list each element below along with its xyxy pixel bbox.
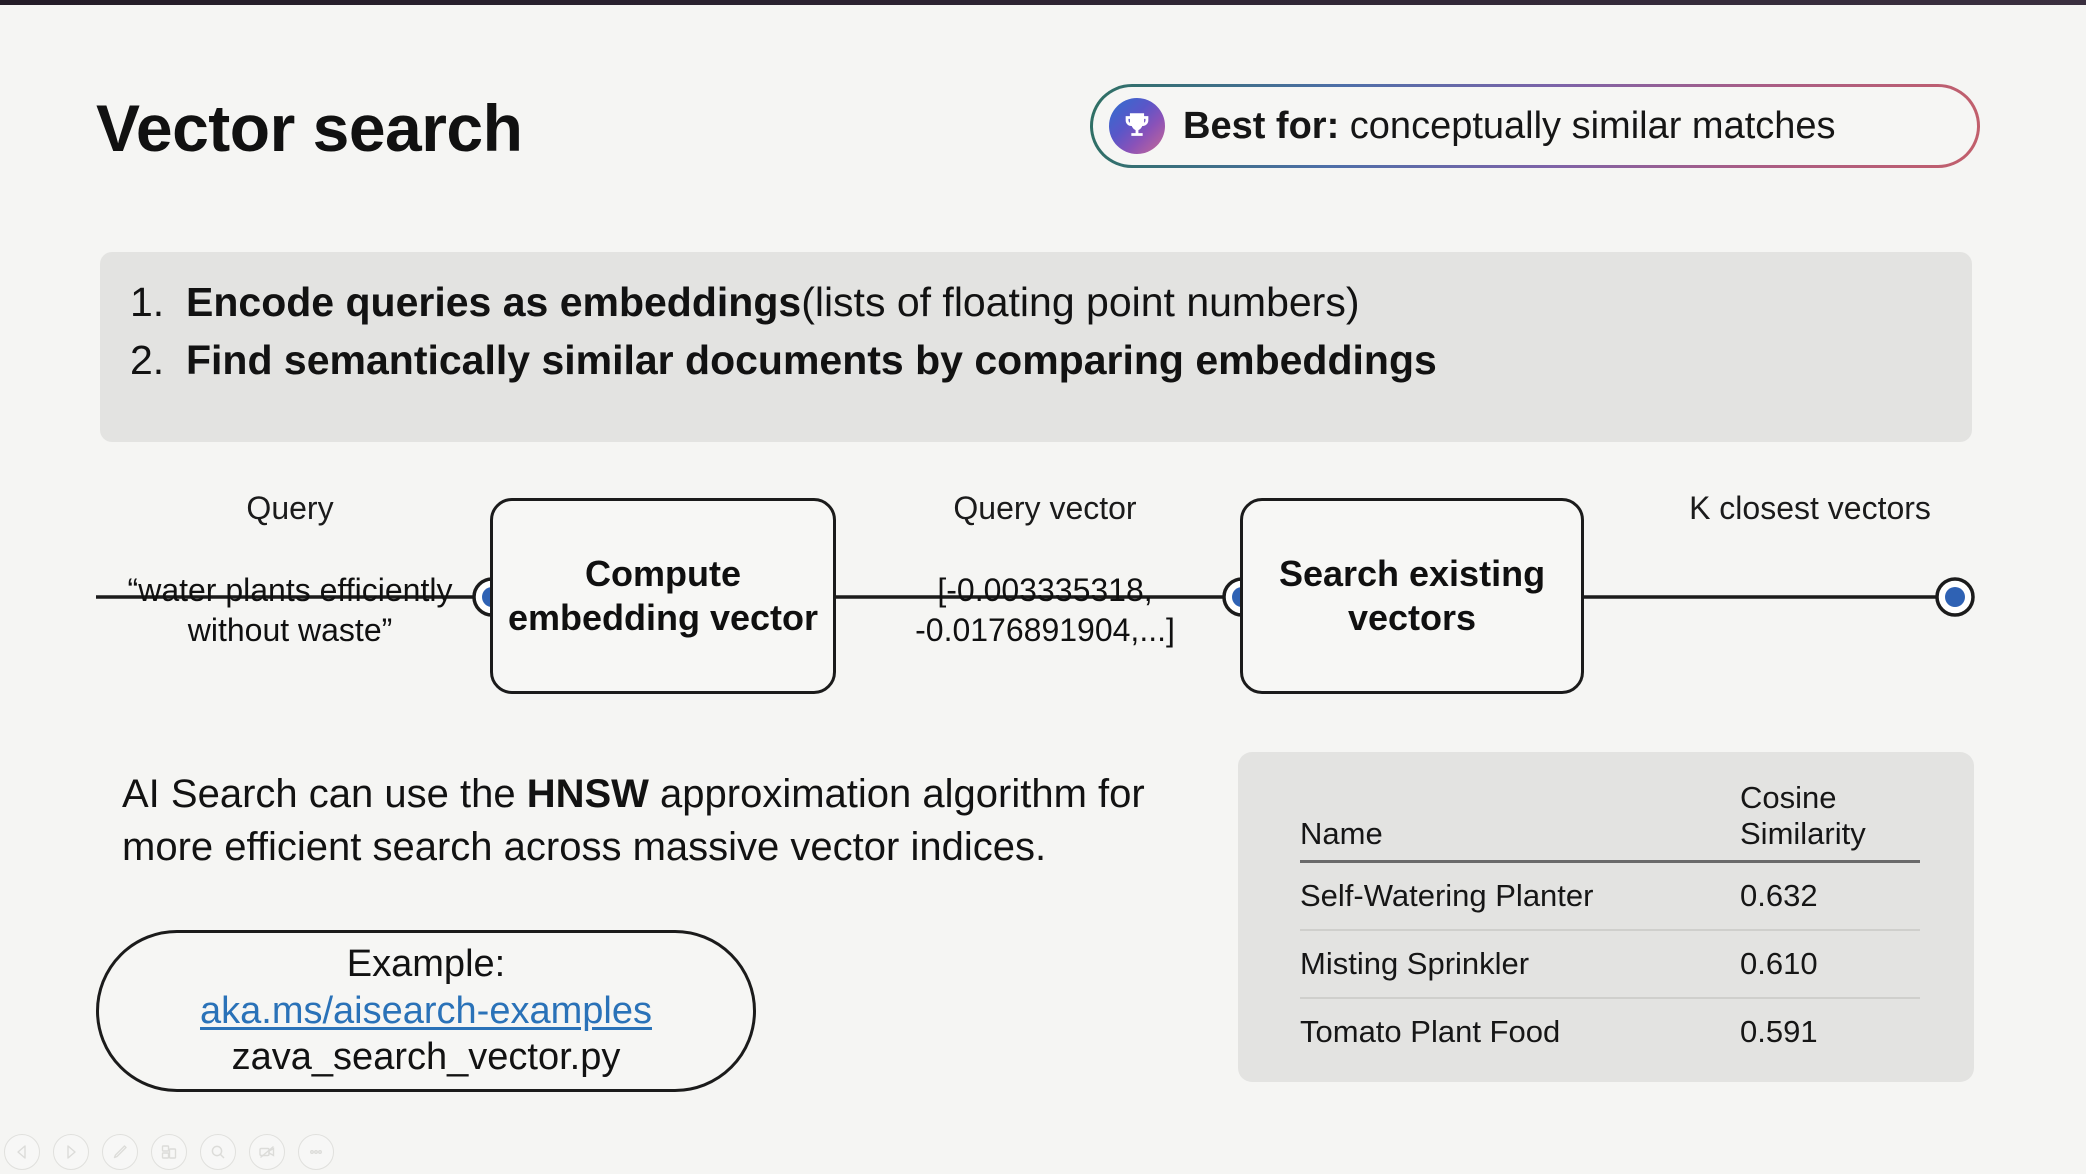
- cell-score: 0.632: [1740, 861, 1920, 931]
- step-plain-1: (lists of floating point numbers): [801, 279, 1360, 325]
- example-link[interactable]: aka.ms/aisearch-examples: [200, 989, 652, 1032]
- step-item-2: 2. Find semantically similar documents b…: [130, 334, 1972, 386]
- zoom-search-icon: [208, 1142, 228, 1162]
- best-for-text: Best for: conceptually similar matches: [1183, 105, 1836, 148]
- example-label: Example:: [346, 943, 506, 986]
- cell-name: Tomato Plant Food: [1300, 1013, 1561, 1049]
- previous-slide-button[interactable]: [4, 1134, 40, 1170]
- table-row: Self-Watering Planter 0.632: [1300, 861, 1920, 931]
- best-for-badge-inner: Best for: conceptually similar matches: [1093, 87, 1977, 165]
- pen-icon: [110, 1142, 130, 1162]
- slide-layout-button[interactable]: [151, 1134, 187, 1170]
- edge-label-k-closest-vectors: K closest vectors: [1689, 490, 1931, 526]
- example-pill: Example: aka.ms/aisearch-examples zava_s…: [96, 930, 756, 1092]
- trophy-icon: [1109, 98, 1165, 154]
- camera-off-button[interactable]: [249, 1134, 285, 1170]
- page-title: Vector search: [96, 91, 523, 165]
- diagram-node-search-vectors: Search existing vectors: [1240, 498, 1584, 694]
- pen-button[interactable]: [102, 1134, 138, 1170]
- cell-score: 0.610: [1740, 929, 1920, 999]
- best-for-badge: Best for: conceptually similar matches: [1090, 84, 1980, 168]
- next-slide-button[interactable]: [53, 1134, 89, 1170]
- step-item-1: 1. Encode queries as embeddings (lists o…: [130, 276, 1972, 328]
- edge-value-query-text: “water plants efficiently without waste”: [127, 572, 453, 648]
- slide-layout-icon: [159, 1142, 179, 1162]
- edge-label-query-vector: Query vector: [953, 490, 1137, 526]
- zoom-search-button[interactable]: [200, 1134, 236, 1170]
- hnsw-term: HNSW: [526, 772, 649, 816]
- step-number-2: 2.: [130, 337, 165, 384]
- example-filename: zava_search_vector.py: [231, 1036, 621, 1079]
- best-for-value: conceptually similar matches: [1349, 104, 1836, 147]
- cell-name: Misting Sprinkler: [1300, 929, 1740, 999]
- column-header-name: Name: [1300, 780, 1740, 863]
- cell-score: 0.591: [1740, 1013, 1818, 1049]
- previous-slide-icon: [12, 1142, 32, 1162]
- steps-panel: 1. Encode queries as embeddings (lists o…: [100, 252, 1972, 442]
- cell-name: Self-Watering Planter: [1300, 861, 1740, 931]
- hnsw-description: AI Search can use the HNSW approximation…: [122, 768, 1222, 874]
- flow-diagram: Compute embedding vector Search existing…: [0, 470, 2086, 740]
- table-row: Tomato Plant Food 0.591: [1300, 998, 1920, 1065]
- table-header-row: Name Cosine Similarity: [1300, 780, 1920, 863]
- diagram-node-compute-embedding: Compute embedding vector: [490, 498, 836, 694]
- table-row: Misting Sprinkler 0.610: [1300, 929, 1920, 999]
- hnsw-after: approximation algorithm for more efficie…: [122, 772, 1145, 869]
- column-header-cosine-similarity: Cosine Similarity: [1740, 780, 1920, 863]
- step-strong-1: Encode queries as embeddings: [186, 279, 802, 325]
- results-table: Name Cosine Similarity Self-Watering Pla…: [1300, 780, 1920, 1065]
- best-for-prefix: Best for:: [1183, 104, 1340, 147]
- connector-dot-3: [1935, 577, 1975, 617]
- edge-label-query: Query: [246, 490, 334, 526]
- more-options-icon: [306, 1142, 326, 1162]
- edge-value-query-vector: [-0.003335318, -0.0176891904,...]: [915, 572, 1175, 648]
- more-options-button[interactable]: [298, 1134, 334, 1170]
- hnsw-before: AI Search can use the: [122, 772, 527, 816]
- next-slide-icon: [61, 1142, 81, 1162]
- step-strong-2: Find semantically similar documents by c…: [186, 337, 1437, 384]
- presentation-toolbar: [4, 1134, 334, 1170]
- camera-off-icon: [257, 1142, 277, 1162]
- results-card: Name Cosine Similarity Self-Watering Pla…: [1238, 752, 1974, 1082]
- top-accent-bar: [0, 0, 2086, 5]
- step-number-1: 1.: [130, 279, 165, 325]
